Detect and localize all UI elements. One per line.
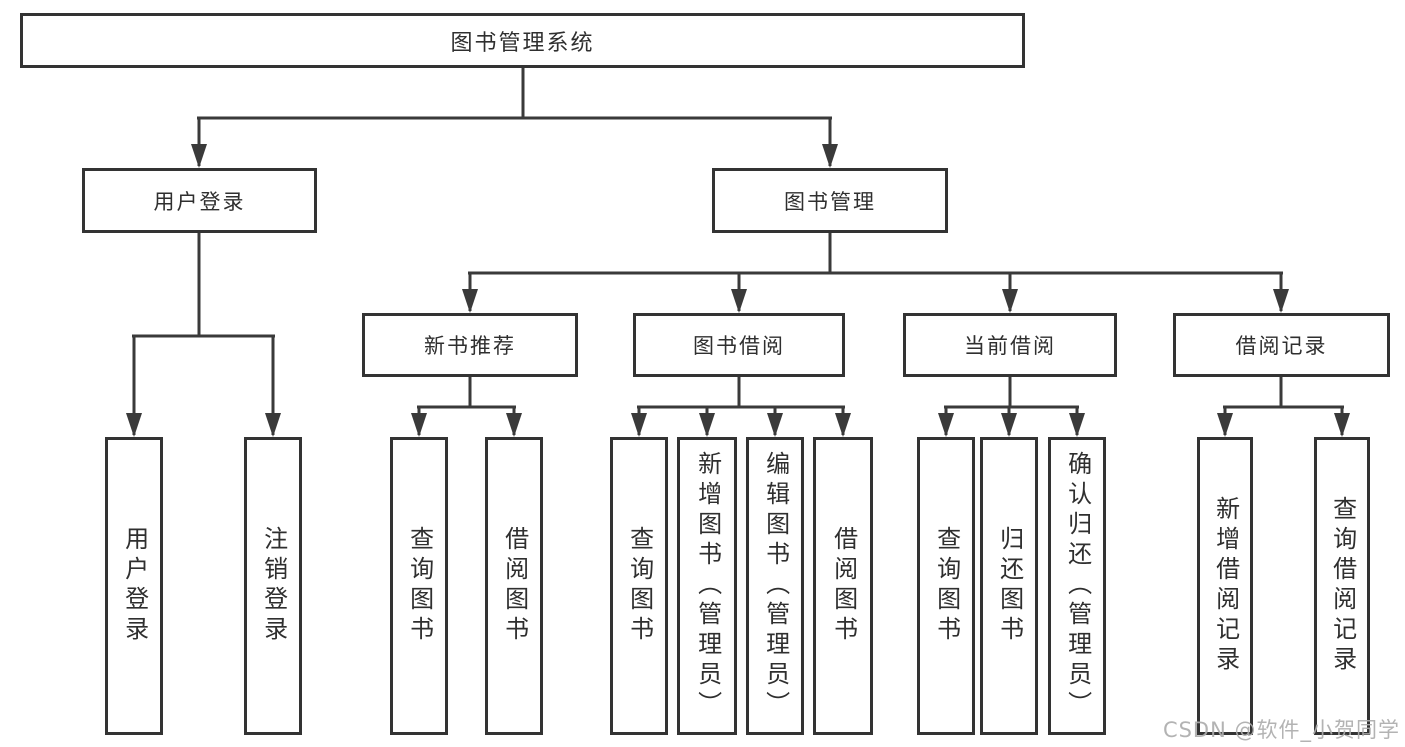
leaf-user-login-label: 用户登录 bbox=[120, 526, 149, 646]
leaf-borrow-books-2: 借阅图书 bbox=[813, 437, 873, 735]
leaf-query-books-3: 查询图书 bbox=[917, 437, 975, 735]
arrowhead-leaf-borrow-books-2-icon bbox=[835, 413, 851, 437]
leaf-user-login: 用户登录 bbox=[105, 437, 163, 735]
arrowhead-leaf-query-books-1-icon bbox=[411, 413, 427, 437]
node-current-borrow-label: 当前借阅 bbox=[964, 334, 1056, 358]
leaf-borrow-books-2-label: 借阅图书 bbox=[829, 526, 858, 646]
arrowhead-leaf-query-books-3-icon bbox=[938, 413, 954, 437]
leaf-query-books-3-label: 查询图书 bbox=[932, 526, 961, 646]
arrowhead-leaf-query-borrow-record-icon bbox=[1334, 413, 1350, 437]
arrowhead-leaf-borrow-books-1-icon bbox=[506, 413, 522, 437]
arrowhead-leaf-confirm-return-icon bbox=[1069, 413, 1085, 437]
node-borrow-records: 借阅记录 bbox=[1173, 313, 1390, 377]
leaf-query-borrow-record-label: 查询借阅记录 bbox=[1328, 496, 1357, 676]
node-borrow-records-label: 借阅记录 bbox=[1235, 334, 1328, 358]
node-root: 图书管理系统 bbox=[20, 13, 1025, 68]
watermark: CSDN @软件_小贺同学 bbox=[1162, 718, 1400, 742]
node-book-management: 图书管理 bbox=[712, 168, 948, 233]
arrowhead-book-management-icon bbox=[822, 144, 838, 168]
leaf-query-books-1-label: 查询图书 bbox=[405, 526, 434, 646]
leaf-borrow-books-1: 借阅图书 bbox=[485, 437, 543, 735]
leaf-return-book: 归还图书 bbox=[980, 437, 1038, 735]
leaf-query-borrow-record: 查询借阅记录 bbox=[1314, 437, 1370, 735]
leaf-return-book-label: 归还图书 bbox=[995, 526, 1024, 646]
arrowhead-leaf-return-book-icon bbox=[1001, 413, 1017, 437]
node-book-borrow: 图书借阅 bbox=[633, 313, 845, 377]
node-user-login-label: 用户登录 bbox=[153, 189, 246, 214]
node-new-book-recommend-label: 新书推荐 bbox=[424, 334, 516, 358]
arrowhead-user-login-icon bbox=[191, 144, 207, 168]
leaf-add-borrow-record-label: 新增借阅记录 bbox=[1211, 496, 1240, 676]
node-book-borrow-label: 图书借阅 bbox=[693, 334, 785, 358]
leaf-query-books-2-label: 查询图书 bbox=[625, 526, 654, 646]
node-root-label: 图书管理系统 bbox=[450, 30, 595, 56]
node-user-login: 用户登录 bbox=[82, 168, 317, 233]
leaf-confirm-return-admin-label: 确认归还（管理员） bbox=[1063, 451, 1092, 721]
node-book-management-label: 图书管理 bbox=[784, 189, 876, 214]
node-current-borrow: 当前借阅 bbox=[903, 313, 1117, 377]
leaf-confirm-return-admin: 确认归还（管理员） bbox=[1048, 437, 1106, 735]
leaf-edit-book-admin-label: 编辑图书（管理员） bbox=[761, 451, 790, 721]
leaf-logout-label: 注销登录 bbox=[259, 526, 288, 646]
leaf-logout: 注销登录 bbox=[244, 437, 302, 735]
leaf-edit-book-admin: 编辑图书（管理员） bbox=[746, 437, 804, 735]
arrowhead-leaf-logout-icon bbox=[265, 413, 281, 437]
arrowhead-leaf-add-book-icon bbox=[699, 413, 715, 437]
leaf-query-books-2: 查询图书 bbox=[610, 437, 668, 735]
arrowhead-leaf-edit-book-icon bbox=[767, 413, 783, 437]
leaf-add-book-admin: 新增图书（管理员） bbox=[677, 437, 737, 735]
leaf-add-book-admin-label: 新增图书（管理员） bbox=[693, 451, 722, 721]
arrowhead-leaf-query-books-2-icon bbox=[631, 413, 647, 437]
arrowhead-leaf-add-borrow-record-icon bbox=[1217, 413, 1233, 437]
arrowhead-borrow-records-icon bbox=[1273, 289, 1289, 313]
leaf-add-borrow-record: 新增借阅记录 bbox=[1197, 437, 1253, 735]
leaf-query-books-1: 查询图书 bbox=[390, 437, 448, 735]
arrowhead-leaf-user-login-icon bbox=[126, 413, 142, 437]
arrowhead-new-book-recommend-icon bbox=[462, 289, 478, 313]
node-new-book-recommend: 新书推荐 bbox=[362, 313, 578, 377]
arrowhead-book-borrow-icon bbox=[731, 289, 747, 313]
leaf-borrow-books-1-label: 借阅图书 bbox=[500, 526, 529, 646]
arrowhead-current-borrow-icon bbox=[1002, 289, 1018, 313]
